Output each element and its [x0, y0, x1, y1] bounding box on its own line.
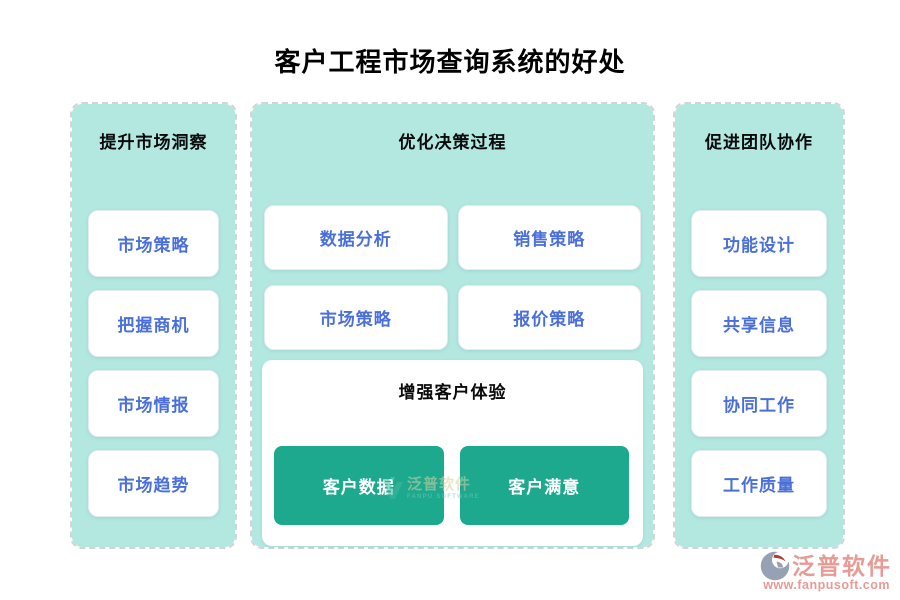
fanpu-logo-icon	[760, 551, 790, 581]
card-function-design: 功能设计	[691, 210, 827, 277]
card-quote-strategy: 报价策略	[457, 285, 641, 350]
button-customer-data: 客户数据	[274, 446, 444, 525]
card-market-trend: 市场趋势	[88, 450, 219, 517]
card-sales-strategy: 销售策略	[457, 205, 641, 270]
page-title: 客户工程市场查询系统的好处	[274, 47, 626, 77]
customer-experience-buttons: 客户数据 客户满意	[274, 446, 629, 525]
panel-market-insight: 提升市场洞察 市场策略 把握商机 市场情报 市场趋势	[70, 102, 237, 549]
footer-watermark: 泛普软件 www.fanpusoft.com	[760, 551, 892, 592]
panel-market-insight-title: 提升市场洞察	[99, 133, 208, 152]
subpanel-customer-experience: 增强客户体验 客户数据 客户满意	[262, 360, 643, 546]
button-customer-satisfaction: 客户满意	[459, 446, 629, 525]
card-data-analysis: 数据分析	[264, 205, 448, 270]
panel-team-collaboration: 促进团队协作 功能设计 共享信息 协同工作 工作质量	[673, 102, 845, 549]
card-share-info: 共享信息	[691, 290, 827, 357]
card-market-strategy-2: 市场策略	[264, 285, 448, 350]
card-seize-opportunity: 把握商机	[88, 290, 219, 357]
card-collaborative-work: 协同工作	[691, 370, 827, 437]
panel-decision-cards: 数据分析 销售策略 市场策略 报价策略	[264, 205, 641, 350]
panel-team-collaboration-title: 促进团队协作	[705, 133, 813, 152]
card-market-intelligence: 市场情报	[88, 370, 219, 437]
panel-team-collaboration-cards: 功能设计 共享信息 协同工作 工作质量	[691, 210, 827, 517]
card-work-quality: 工作质量	[691, 450, 827, 517]
card-market-strategy: 市场策略	[88, 210, 219, 277]
footer-watermark-brand: 泛普软件	[792, 553, 892, 579]
panel-decision-process-title: 优化决策过程	[398, 133, 507, 152]
subpanel-customer-experience-title: 增强客户体验	[398, 383, 507, 402]
panel-decision-process: 优化决策过程 数据分析 销售策略 市场策略 报价策略 增强客户体验 客户数据 客…	[250, 102, 655, 549]
footer-watermark-url: www.fanpusoft.com	[763, 578, 890, 592]
panel-market-insight-cards: 市场策略 把握商机 市场情报 市场趋势	[88, 210, 219, 517]
